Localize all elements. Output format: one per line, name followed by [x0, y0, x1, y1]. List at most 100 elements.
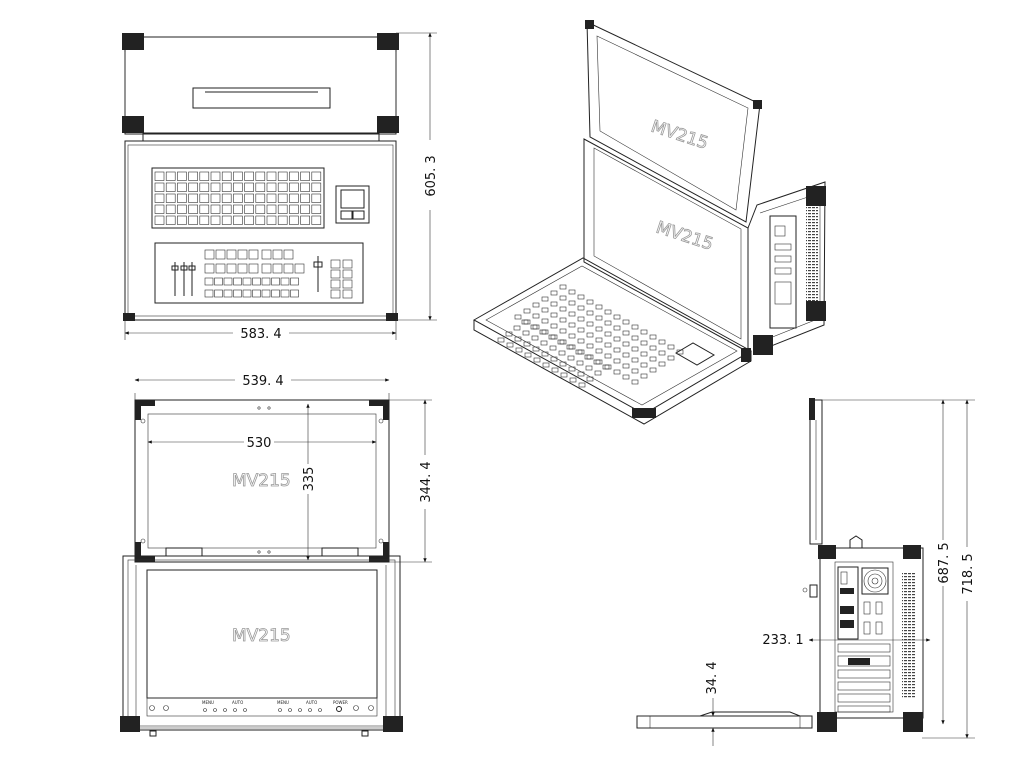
dim-screen-width: 530: [247, 436, 272, 451]
monitor-power-label: POWER: [333, 700, 348, 705]
key: [311, 215, 322, 225]
iso-key: [604, 364, 612, 370]
key: [255, 215, 266, 225]
switcher-button: [342, 259, 353, 269]
key: [165, 215, 176, 225]
iso-switcher-button: [560, 372, 568, 378]
key: [188, 215, 198, 225]
iso-switcher-button: [523, 341, 531, 347]
iso-key: [631, 346, 639, 352]
key: [244, 193, 254, 203]
iso-switcher-button: [514, 336, 522, 342]
iso-switcher-button: [551, 367, 559, 373]
iso-switcher-button: [533, 357, 541, 363]
iso-switcher-button: [513, 325, 521, 331]
key: [255, 171, 266, 181]
key: [210, 193, 221, 203]
front-view: [120, 378, 432, 737]
side-view: [636, 398, 975, 746]
iso-io-ports: [769, 215, 797, 329]
iso-switcher-button: [558, 350, 566, 356]
iso-key: [559, 306, 567, 312]
switcher-button: [261, 289, 271, 298]
iso-switcher-button: [548, 334, 556, 340]
dim-lid-height: 344. 4: [419, 461, 434, 502]
switcher-button: [252, 289, 261, 298]
iso-switcher-button: [539, 329, 547, 335]
key: [188, 171, 198, 181]
key: [199, 215, 210, 225]
key: [154, 193, 165, 203]
iso-key: [541, 318, 549, 324]
dim-side-height: 687. 5: [937, 542, 952, 583]
iso-key: [532, 324, 540, 330]
iso-key: [541, 307, 549, 313]
switcher-button: [242, 277, 252, 286]
key: [277, 193, 288, 203]
key: [154, 182, 165, 192]
iso-switcher-button: [569, 377, 577, 383]
iso-key: [604, 320, 612, 326]
iso-key: [640, 340, 648, 346]
key: [188, 182, 198, 192]
iso-switcher-button: [540, 340, 548, 346]
key: [289, 204, 299, 214]
iso-key: [577, 305, 585, 311]
iso-key: [532, 313, 540, 319]
iso-key: [550, 334, 558, 340]
iso-switcher-button: [577, 371, 585, 377]
iso-key: [559, 339, 567, 345]
key: [300, 171, 310, 181]
key: [221, 171, 232, 181]
iso-key: [622, 319, 630, 325]
key: [266, 204, 277, 214]
key: [266, 215, 277, 225]
iso-key: [604, 342, 612, 348]
switcher-button: [204, 289, 214, 298]
key: [266, 182, 277, 192]
switcher-button: [342, 279, 353, 289]
switcher-button: [248, 249, 259, 260]
key: [177, 182, 187, 192]
iso-key: [586, 299, 594, 305]
iso-key: [640, 351, 648, 357]
iso-lid-logo: MV215: [648, 117, 710, 154]
key: [244, 204, 254, 214]
iso-key: [541, 329, 549, 335]
key: [311, 171, 322, 181]
key: [177, 171, 187, 181]
key: [289, 193, 299, 203]
isometric-view: [472, 20, 826, 425]
key: [165, 171, 176, 181]
switcher-button: [237, 249, 248, 260]
key: [210, 182, 221, 192]
iso-key: [550, 301, 558, 307]
iso-switcher-button: [586, 376, 594, 382]
key: [311, 193, 322, 203]
key: [199, 204, 210, 214]
iso-key: [577, 338, 585, 344]
switcher-button: [223, 289, 233, 298]
switcher-button: [261, 249, 272, 260]
screen-logo: MV215: [232, 626, 291, 646]
key: [210, 204, 221, 214]
iso-switcher-button: [575, 349, 583, 355]
key: [244, 215, 254, 225]
key: [233, 182, 243, 192]
iso-key: [622, 330, 630, 336]
key: [199, 171, 210, 181]
switcher-button: [237, 263, 248, 274]
switcher-buttons: [204, 249, 353, 299]
iso-switcher-button: [522, 330, 530, 336]
switcher-button: [215, 263, 226, 274]
dim-top-width: 583. 4: [240, 327, 281, 342]
iso-key: [604, 353, 612, 359]
monitor-control-strip: [146, 697, 378, 717]
iso-key: [541, 296, 549, 302]
iso-switcher-button: [549, 345, 557, 351]
iso-key: [577, 349, 585, 355]
key: [210, 171, 221, 181]
iso-key: [640, 362, 648, 368]
iso-key: [586, 354, 594, 360]
